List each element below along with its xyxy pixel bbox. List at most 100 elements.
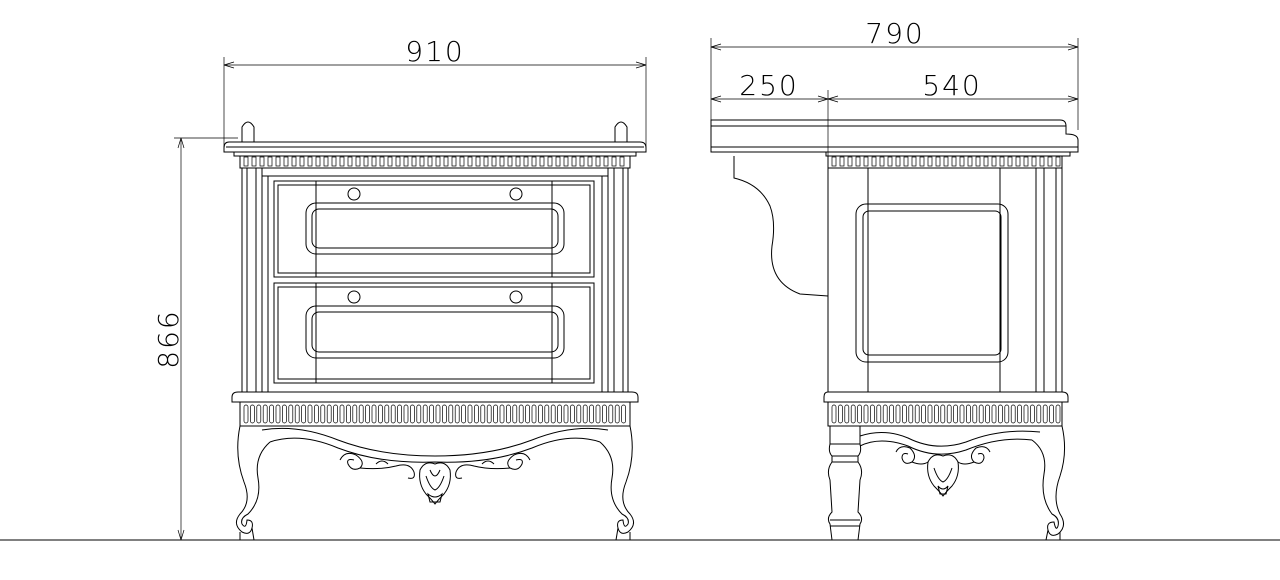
ornament-detail — [493, 404, 498, 424]
ornament-detail — [850, 404, 856, 424]
ornament-detail — [983, 156, 989, 167]
ornament-detail — [608, 404, 614, 424]
ornament-detail — [307, 404, 313, 424]
ornament-detail — [914, 404, 920, 424]
ornament-detail — [518, 404, 524, 424]
drawer-knob — [509, 290, 523, 304]
ornament-detail — [921, 404, 926, 424]
ornament-detail — [838, 404, 843, 424]
side-top-slab — [710, 119, 1079, 157]
ornament-detail — [379, 156, 385, 167]
ornament-detail — [570, 404, 575, 424]
front-column-left — [241, 168, 269, 392]
ornament-detail — [301, 404, 306, 424]
ornament-detail — [371, 404, 377, 424]
ornament-detail — [959, 404, 965, 424]
ornament-detail — [603, 156, 609, 167]
ornament-detail — [902, 404, 907, 424]
ornament-detail — [1017, 404, 1022, 424]
ornament-detail — [991, 156, 997, 167]
ornament-detail — [384, 404, 390, 424]
ornament-detail — [395, 156, 401, 167]
dimension-label-side-depth: 790 — [865, 17, 924, 50]
ornament-detail — [557, 404, 562, 424]
front-leg-left — [236, 425, 271, 534]
ornament-detail — [429, 404, 434, 424]
ornament-detail — [422, 404, 428, 424]
ornament-detail — [358, 404, 364, 424]
ornament-detail — [275, 156, 281, 167]
ornament-detail — [940, 404, 946, 424]
ornament-detail — [387, 156, 393, 167]
side-leg-turned — [827, 426, 863, 541]
ornament-detail — [320, 404, 326, 424]
ornament-detail — [927, 156, 933, 167]
ornament-detail — [943, 156, 949, 167]
ornament-detail — [499, 156, 505, 167]
ornament-detail — [1004, 404, 1010, 424]
ornament-detail — [844, 404, 850, 424]
ornament-detail — [531, 156, 537, 167]
ornament-detail — [934, 404, 939, 424]
front-dentils — [243, 156, 625, 167]
ornament-detail — [323, 156, 329, 167]
ornament-detail — [483, 156, 489, 167]
ornament-detail — [595, 156, 601, 167]
ornament-detail — [243, 404, 249, 424]
ornament-detail — [619, 156, 625, 167]
ornament-detail — [352, 404, 358, 424]
ornament-detail — [967, 156, 973, 167]
ornament-detail — [515, 156, 521, 167]
dimension-label-side-overhang: 250 — [739, 69, 798, 102]
ornament-detail — [908, 404, 914, 424]
ornament-detail — [563, 404, 569, 424]
ornament-detail — [895, 404, 901, 424]
front-drawer-bottom — [273, 282, 595, 384]
ornament-detail — [346, 404, 351, 424]
front-leg-right — [599, 425, 634, 534]
dimension-side-body: 540 — [827, 69, 1079, 103]
front-apron-flutes — [243, 404, 626, 424]
ornament-detail — [507, 156, 513, 167]
ornament-detail — [474, 404, 479, 424]
ornament-detail — [919, 156, 925, 167]
side-panel — [855, 203, 1009, 363]
dimension-label-height: 866 — [152, 309, 185, 368]
ornament-detail — [390, 404, 396, 424]
ornament-detail — [512, 404, 518, 424]
ornament-detail — [895, 156, 901, 167]
ornament-detail — [953, 404, 958, 424]
drawer-knob — [347, 290, 361, 304]
ornament-detail — [966, 404, 971, 424]
ornament-detail — [946, 404, 952, 424]
ornament-detail — [903, 156, 909, 167]
ornament-detail — [855, 156, 861, 167]
ornament-detail — [378, 404, 383, 424]
front-base-ledge — [231, 391, 639, 427]
ornament-detail — [525, 404, 530, 424]
ornament-detail — [887, 156, 893, 167]
ornament-detail — [582, 404, 588, 424]
ornament-detail — [927, 404, 933, 424]
dimension-front-width: 910 — [223, 35, 647, 150]
side-dentils — [831, 156, 1061, 167]
ornament-detail — [410, 404, 415, 424]
ornament-detail — [544, 404, 550, 424]
ornament-detail — [978, 404, 984, 424]
ornament-detail — [991, 404, 997, 424]
side-apron-curve — [859, 438, 1033, 455]
ornament-detail — [876, 404, 882, 424]
ornament-detail — [314, 404, 319, 424]
ornament-detail — [454, 404, 460, 424]
ornament-detail — [1023, 404, 1029, 424]
dimension-label-front-width: 910 — [405, 35, 464, 68]
ornament-detail — [538, 404, 543, 424]
ornament-detail — [1042, 404, 1048, 424]
ornament-detail — [326, 404, 332, 424]
ornament-detail — [614, 404, 620, 424]
ornament-detail — [959, 156, 965, 167]
side-base-ledge — [823, 391, 1069, 427]
front-drawer-top — [273, 180, 595, 278]
ornament-detail — [283, 156, 289, 167]
ornament-detail — [998, 404, 1003, 424]
